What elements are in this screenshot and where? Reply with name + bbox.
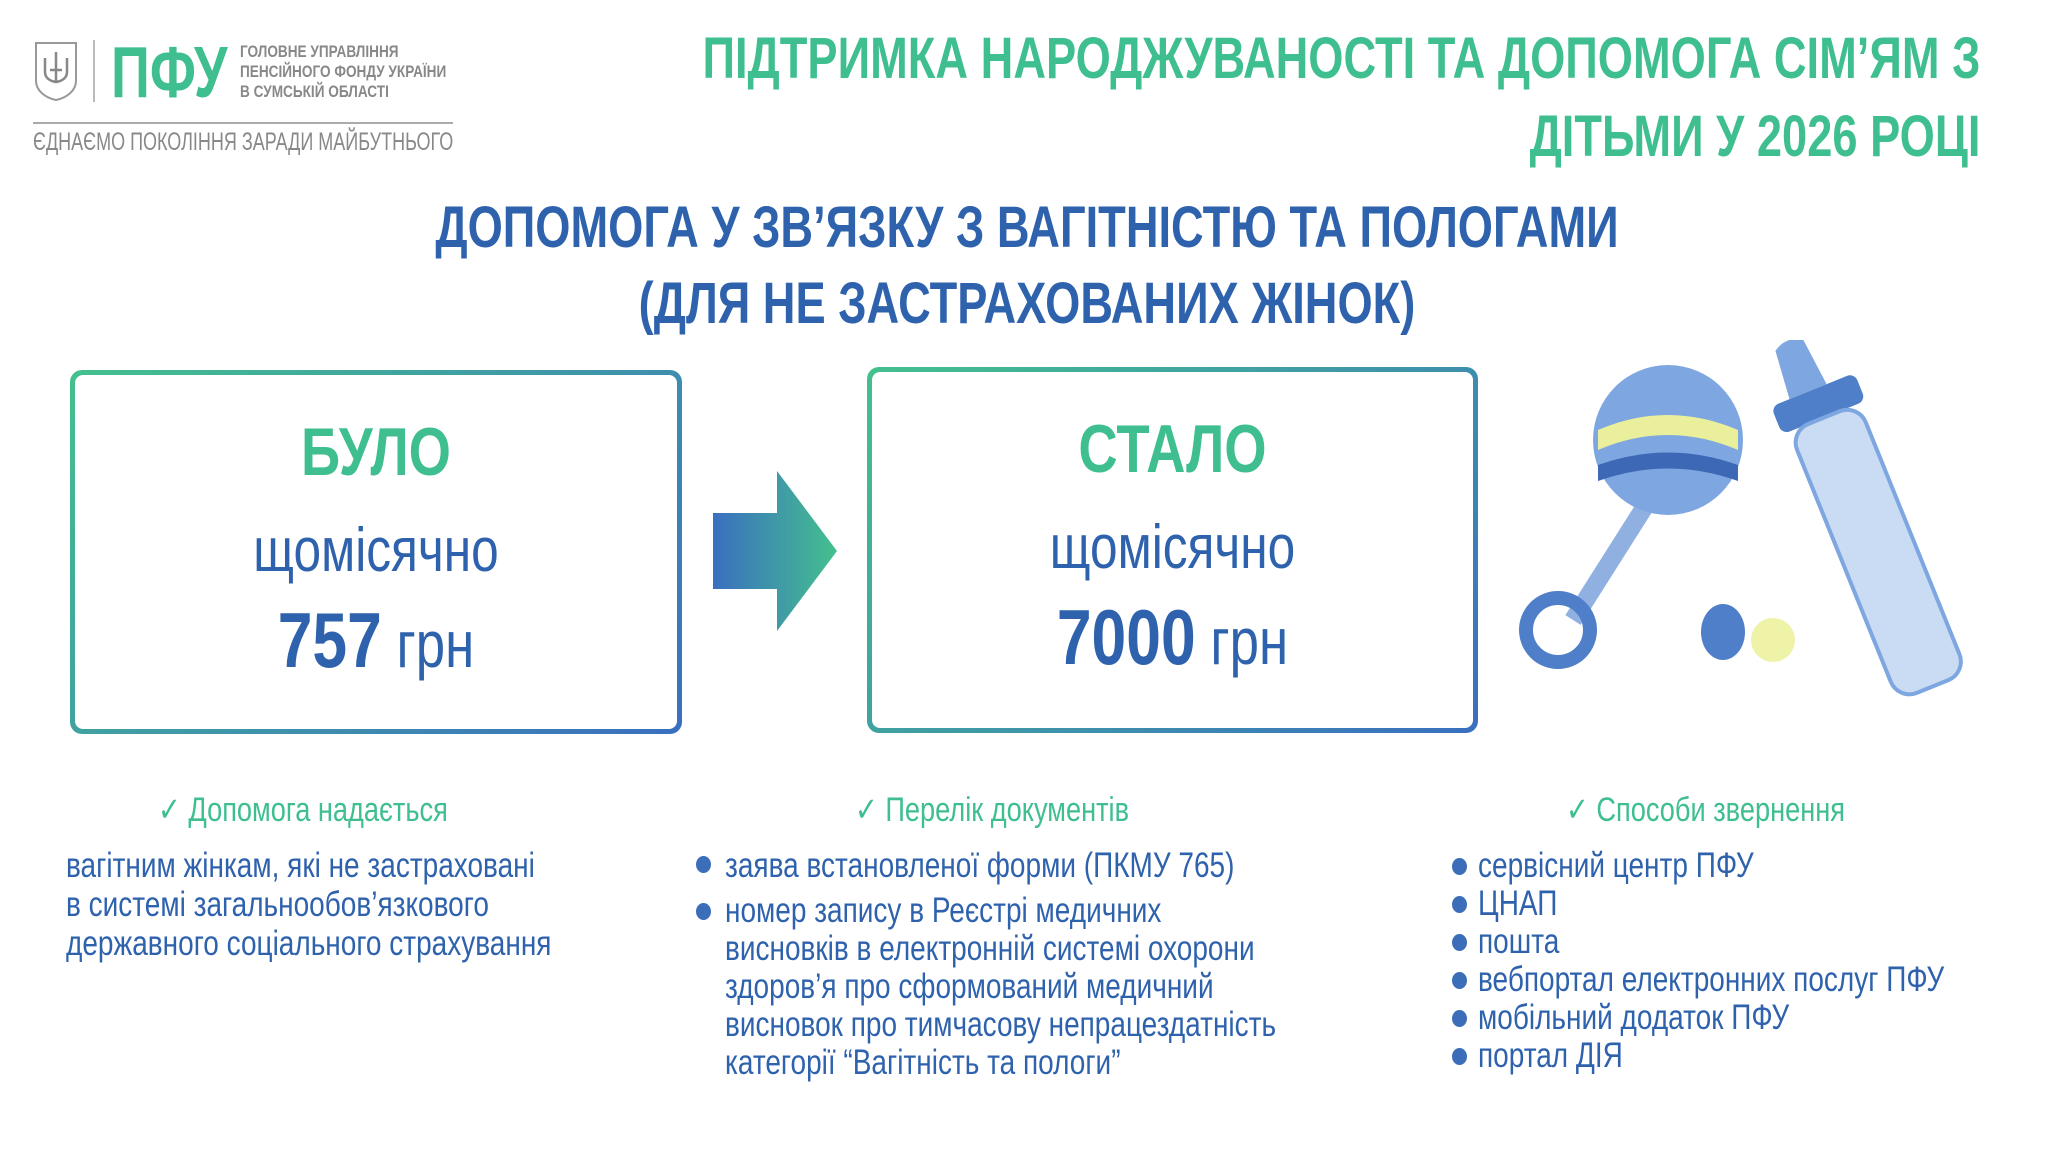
pacifier-icon: [1701, 604, 1795, 662]
text-line: державного соціального страхування: [66, 924, 552, 963]
after-amount: 7000 грн: [932, 592, 1413, 683]
org-line: ПЕНСІЙНОГО ФОНДУ УКРАЇНИ: [240, 62, 447, 81]
title-line: ДІТЬМИ У 2026 РОЦІ: [1529, 104, 1980, 169]
after-card: СТАЛО щомісячно 7000 грн: [867, 367, 1478, 733]
bullet-icon: [1452, 934, 1467, 951]
list-item: мобільний додаток ПФУ: [1478, 998, 1790, 1037]
arrow-right-icon: [713, 471, 837, 631]
rattle-icon: [1519, 365, 1743, 669]
before-amount: 757 грн: [135, 595, 617, 686]
currency: грн: [396, 607, 475, 681]
logo: ПФУ ГОЛОВНЕ УПРАВЛІННЯ ПЕНСІЙНОГО ФОНДУ …: [33, 33, 463, 160]
ways-header: ✓ Способи звернення: [1566, 791, 1845, 829]
list-item: сервісний центр ПФУ: [1478, 846, 1754, 885]
who-text: вагітним жінкам, які не застраховані в с…: [66, 846, 551, 963]
org-name: ГОЛОВНЕ УПРАВЛІННЯ ПЕНСІЙНОГО ФОНДУ УКРА…: [240, 42, 446, 102]
currency: грн: [1210, 604, 1289, 678]
title-line: ПІДТРИМКА НАРОДЖУВАНОСТІ ТА ДОПОМОГА СІМ…: [701, 26, 1980, 91]
text-line: номер запису в Реєстрі медичних: [725, 891, 1162, 930]
text-line: в системі загальнообов’язкового: [66, 885, 489, 924]
bullet-icon: [1452, 896, 1467, 913]
list-item: вебпортал електронних послуг ПФУ: [1478, 960, 1945, 999]
after-period: щомісячно: [1049, 513, 1296, 582]
text-line: вагітним жінкам, які не застраховані: [66, 846, 535, 885]
before-period: щомісячно: [253, 516, 499, 585]
before-amount-value: 757: [277, 596, 382, 684]
list-item: пошта: [1478, 922, 1560, 961]
text-line: здоров’я про сформований медичний: [725, 967, 1214, 1006]
bullet-icon: [696, 903, 711, 920]
org-line: В СУМСЬКІЙ ОБЛАСТІ: [240, 82, 389, 101]
after-amount-value: 7000: [1056, 593, 1196, 681]
list-item: заява встановленої форми (ПКМУ 765): [725, 846, 1234, 885]
text-line: висновок про тимчасову непрацездатність: [725, 1005, 1277, 1044]
bullet-icon: [696, 856, 711, 873]
list-item: ЦНАП: [1478, 884, 1558, 923]
logo-divider: [93, 40, 95, 102]
logo-text: ПФУ: [111, 33, 228, 113]
bullet-icon: [1452, 1010, 1467, 1027]
subtitle-line: (ДЛЯ НЕ ЗАСТРАХОВАНИХ ЖІНОК): [638, 271, 1416, 336]
before-title: БУЛО: [301, 414, 451, 490]
who-header: ✓ Допомога надається: [158, 791, 448, 829]
list-item: портал ДІЯ: [1478, 1036, 1623, 1075]
text-line: заява встановленої форми (ПКМУ 765): [725, 846, 1235, 885]
before-card: БУЛО щомісячно 757 грн: [70, 370, 682, 734]
slogan: ЄДНАЄМО ПОКОЛІННЯ ЗАРАДИ МАЙБУТНЬОГО: [33, 128, 454, 156]
text-line: висновків в електронній системі охорони: [725, 929, 1255, 968]
bullet-icon: [1452, 1048, 1467, 1065]
trident-emblem-icon: [35, 42, 77, 102]
logo-rule: [33, 122, 453, 124]
text-line: категорії “Вагітність та пологи”: [725, 1043, 1121, 1082]
page-title: ПІДТРИМКА НАРОДЖУВАНОСТІ ТА ДОПОМОГА СІМ…: [702, 20, 1980, 176]
section-subtitle: ДОПОМОГА У ЗВ’ЯЗКУ З ВАГІТНІСТЮ ТА ПОЛОГ…: [226, 190, 1828, 342]
baby-bottle-icon: [1773, 340, 1963, 697]
bullet-icon: [1452, 858, 1467, 875]
bullet-icon: [1452, 972, 1467, 989]
baby-items-illustration: [1519, 340, 1963, 697]
list-item: номер запису в Реєстрі медичних висновкі…: [725, 892, 1276, 1082]
after-title: СТАЛО: [1078, 411, 1267, 487]
docs-header: ✓ Перелік документів: [855, 791, 1130, 829]
org-line: ГОЛОВНЕ УПРАВЛІННЯ: [240, 42, 399, 61]
subtitle-line: ДОПОМОГА У ЗВ’ЯЗКУ З ВАГІТНІСТЮ ТА ПОЛОГ…: [435, 195, 1619, 260]
